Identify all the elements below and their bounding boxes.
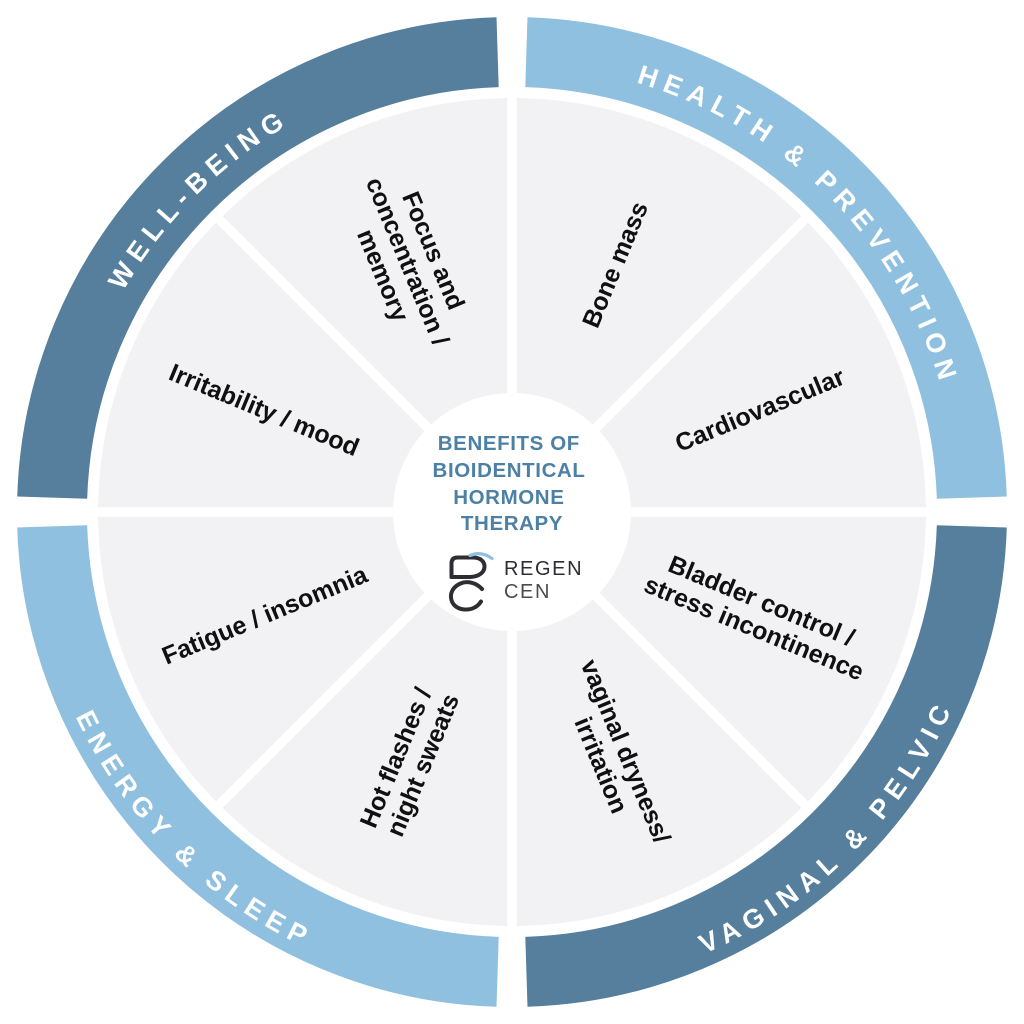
logo-accent-arc [468, 551, 494, 561]
logo-mark-bowl [449, 555, 487, 579]
logo-mark-c [448, 580, 484, 612]
logo-wordmark-regen: REGEN [504, 558, 583, 580]
regencen-logo: REGEN CEN [448, 551, 583, 612]
ring-quadrant-health-prevention [525, 17, 1007, 499]
wheel-title-line: BENEFITS OF [438, 432, 580, 455]
wheel-title-line: THERAPY [461, 512, 563, 535]
ring-quadrant-energy-sleep [17, 525, 499, 1007]
ring-quadrant-vaginal-pelvic [525, 525, 1007, 1007]
wheel-title: BENEFITS OF BIOIDENTICAL HORMONE THERAPY [433, 432, 592, 535]
wheel-title-line: HORMONE [453, 486, 564, 509]
logo-wordmark-cen: CEN [504, 581, 551, 603]
ring-quadrant-well-being [17, 17, 499, 499]
logo-mark-stem [449, 555, 475, 579]
wheel-title-line: BIOIDENTICAL [433, 459, 586, 482]
regencen-logo-icon [448, 551, 494, 612]
